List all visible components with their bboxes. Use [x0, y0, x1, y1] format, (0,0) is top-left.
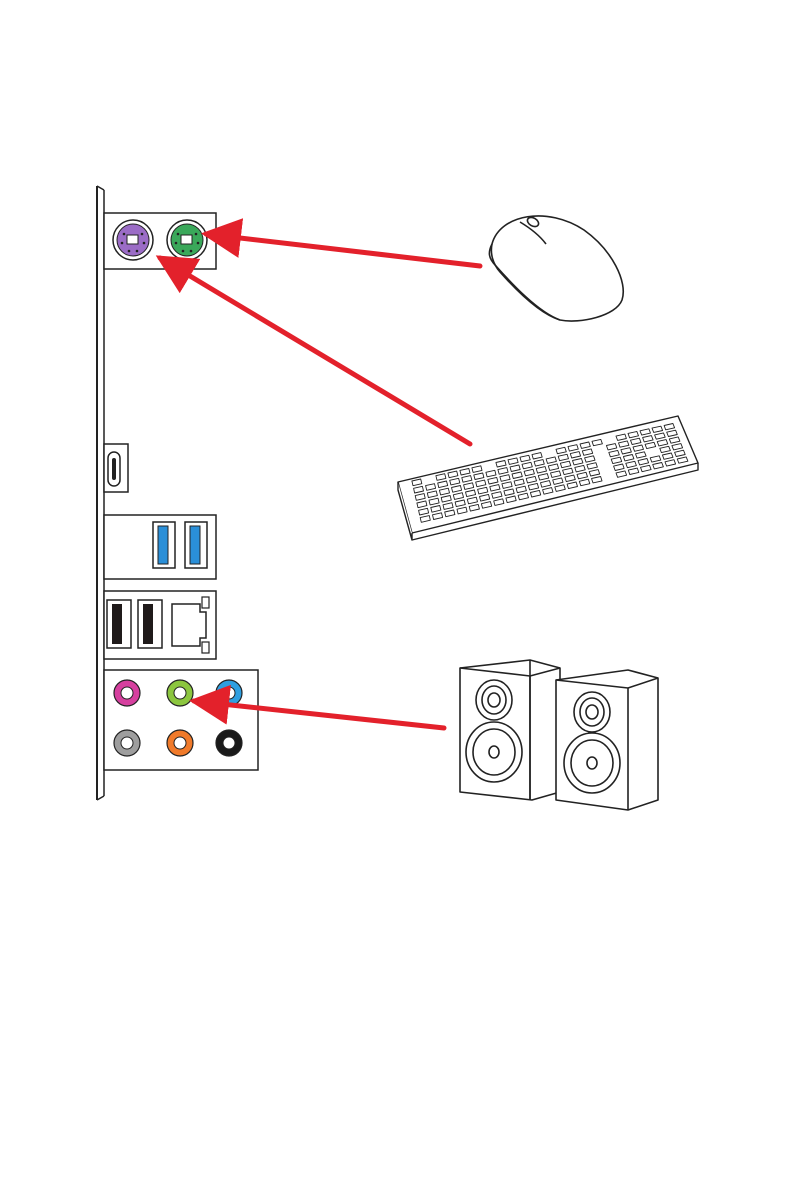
audio-jack-pink [114, 680, 140, 706]
speaker-right [556, 670, 658, 810]
ps2-keyboard-port [113, 220, 153, 260]
ps2-mouse-port [167, 220, 207, 260]
usb-c-port [104, 444, 128, 492]
arrow-keyboard [160, 258, 470, 444]
audio-jack-block [104, 670, 258, 770]
speakers-icon [460, 660, 658, 810]
speaker-left [460, 660, 560, 800]
io-back-panel [97, 186, 104, 800]
audio-jack-orange [167, 730, 193, 756]
audio-jack-gray [114, 730, 140, 756]
arrow-mouse [206, 234, 480, 266]
usb2-port [138, 600, 162, 648]
keyboard-icon [398, 416, 698, 540]
usb3-port [185, 522, 207, 568]
usb3-port [153, 522, 175, 568]
usb2-lan-block [104, 591, 216, 659]
lan-port [172, 597, 209, 653]
usb2-port [107, 600, 131, 648]
usb3-port-block [104, 515, 216, 579]
mouse-icon [489, 216, 623, 321]
audio-jack-black [216, 730, 242, 756]
audio-line-out-jack [167, 680, 193, 706]
